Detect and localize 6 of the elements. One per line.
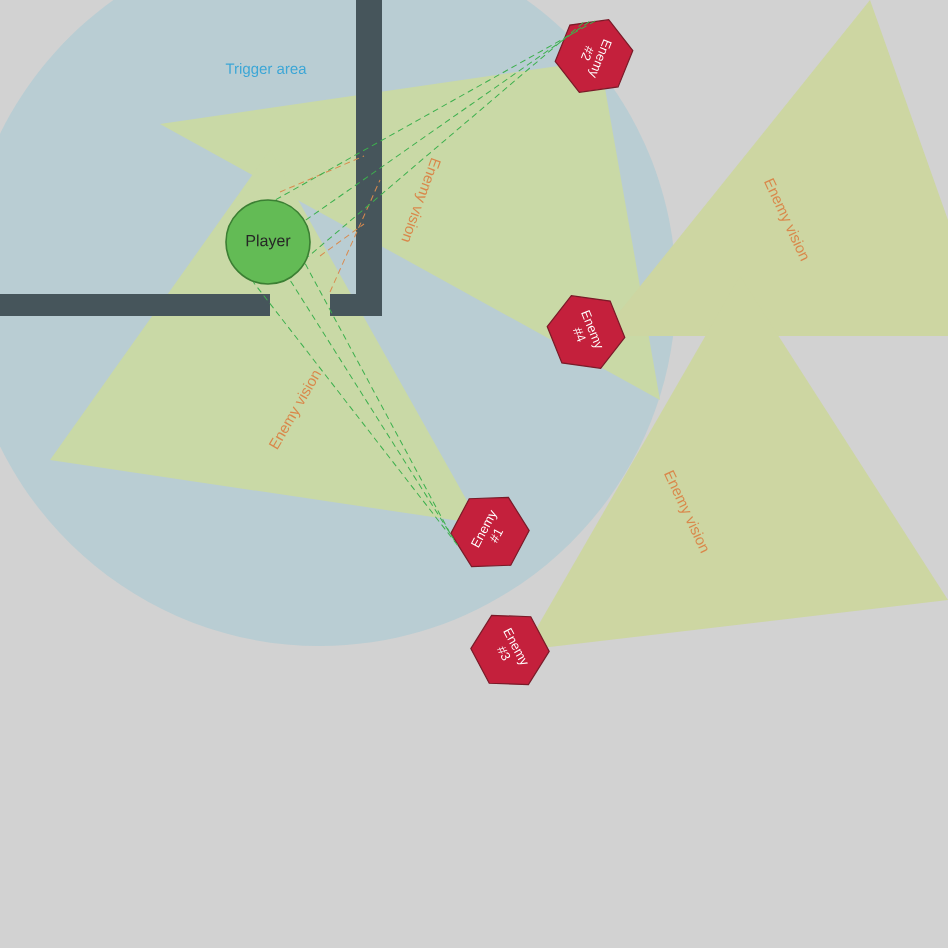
raycast-line bbox=[274, 20, 596, 201]
raycast-line bbox=[304, 262, 451, 534]
raycast-line bbox=[252, 281, 458, 546]
raycast-line bbox=[307, 22, 584, 258]
raycast-line bbox=[288, 278, 455, 541]
raycast-line bbox=[304, 21, 590, 222]
